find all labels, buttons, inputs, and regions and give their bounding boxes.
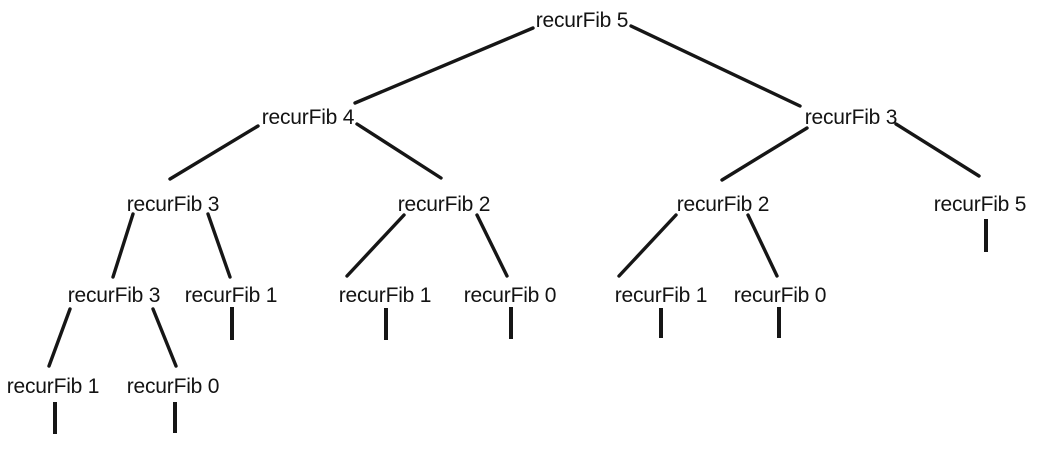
- tree-edge-r-rr: [894, 122, 981, 178]
- tree-node: recurFib 1: [614, 284, 708, 307]
- tree-node: recurFib 4: [261, 106, 355, 129]
- tree-edge-lr-lrl: [345, 213, 406, 278]
- tree-edge-ll-lll: [111, 212, 135, 279]
- tree-edge-root-left: [353, 26, 535, 105]
- tree-edge-l-ll: [168, 124, 260, 181]
- tree-edge-ll-llr: [206, 212, 232, 279]
- tree-node: recurFib 5: [933, 193, 1027, 216]
- tree-node: recurFib 1: [338, 284, 432, 307]
- tree-node: recurFib 0: [463, 284, 557, 307]
- tree-edge-lr-lrr: [475, 213, 509, 278]
- tree-node-root: recurFib 5: [535, 9, 629, 32]
- tree-edge-rl-rlr: [746, 213, 779, 278]
- tree-node: recurFib 3: [804, 106, 898, 129]
- tree-node: recurFib 2: [397, 193, 491, 216]
- tree-node: recurFib 0: [733, 284, 827, 307]
- tree-edge-root-right: [629, 24, 802, 108]
- tree-node: recurFib 3: [126, 193, 220, 216]
- tree-edge-l-lr: [355, 122, 443, 180]
- tree-edge-rl-rll: [617, 213, 678, 278]
- tree-edge-lll-llll: [47, 307, 72, 368]
- tree-node: recurFib 0: [126, 375, 220, 398]
- tree-node: recurFib 3: [67, 284, 161, 307]
- tree-edge-lll-lllr: [151, 307, 178, 368]
- tree-node: recurFib 2: [676, 193, 770, 216]
- tree-node: recurFib 1: [184, 284, 278, 307]
- tree-edge-r-rl: [720, 126, 809, 182]
- tree-node: recurFib 1: [6, 375, 100, 398]
